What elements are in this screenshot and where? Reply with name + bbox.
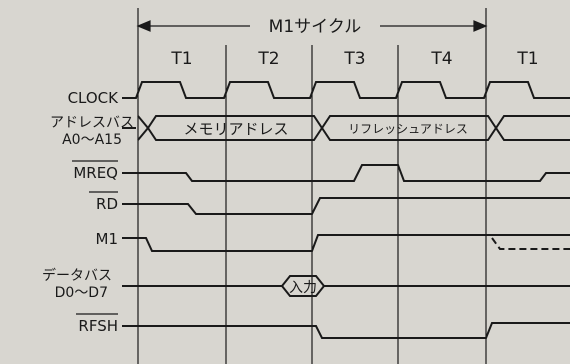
address-bus-label: アドレスバス [50,115,134,131]
span-arrow-right [473,20,488,32]
rd-waveform [122,197,570,215]
rd-label: RD [96,195,118,213]
data-bus-top [122,275,570,287]
signal-labels: CLOCK アドレスバス A0～A15 MREQ RD M1 データバス D0～… [42,89,134,335]
memory-address-label: メモリアドレス [183,120,288,138]
m1-cycle-span [136,20,488,32]
m1-waveform [122,234,570,252]
state-label-t3: T3 [343,49,365,69]
address-bus-transition-top [137,115,149,129]
rfsh-waveform [122,322,570,339]
data-range-label: D0～D7 [55,285,108,301]
address-bus-top [147,115,570,130]
input-label: 入力 [289,280,317,296]
mreq-waveform [122,164,570,182]
state-label-t2: T2 [257,49,279,69]
waveforms [122,81,570,339]
data-bus-bottom [281,285,325,297]
m1-cycle-label: M1サイクル [269,17,362,37]
state-label-t4: T4 [430,49,452,69]
clock-waveform [122,81,570,99]
clock-label: CLOCK [68,89,120,107]
data-bus-label: データバス [42,267,112,284]
address-range-label: A0～A15 [62,132,122,148]
refresh-address-label: リフレッシュアドレス [348,122,468,136]
m1-next-cycle-dashed [491,237,570,250]
active-low-overbars [72,160,118,315]
address-bus-transition-bottom [137,127,149,141]
rfsh-label: RFSH [78,317,118,335]
state-label-next-t1: T1 [516,49,538,69]
m1-label: M1 [96,230,119,248]
mreq-label: MREQ [73,164,118,182]
address-bus-bottom [147,126,570,141]
span-arrow-left [136,20,151,32]
state-boundary-lines [137,8,487,364]
state-labels: T1 T2 T3 T4 T1 [170,49,538,69]
state-label-t1: T1 [170,49,192,69]
